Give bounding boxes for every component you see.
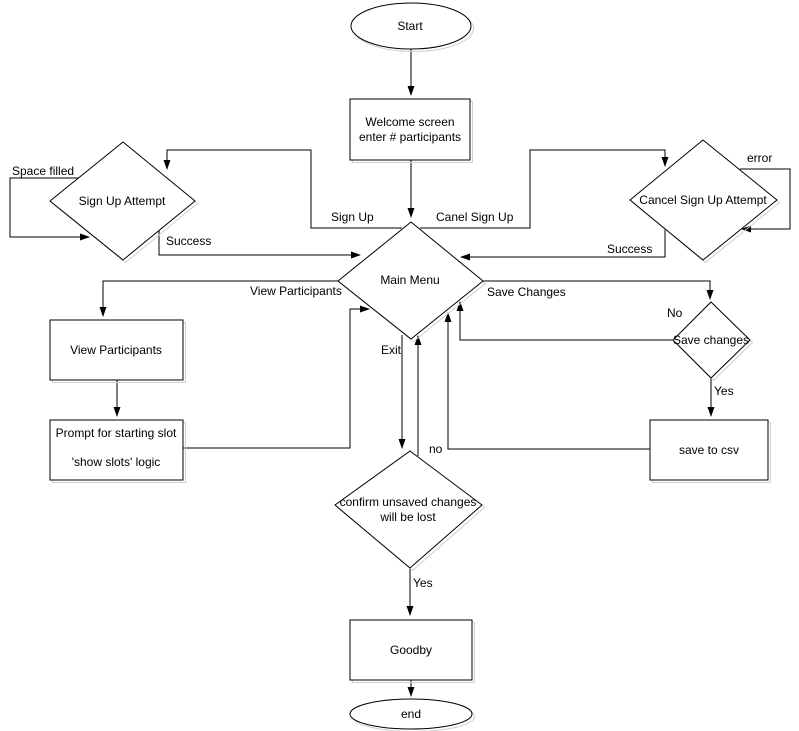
edge-label-space-filled: Space filled <box>12 164 74 178</box>
edge-label-no-save: No <box>667 306 683 320</box>
confirm-label-line2: will be lost <box>379 510 436 524</box>
prompt-label-line2: 'show slots' logic <box>72 455 161 469</box>
view-participants-label: View Participants <box>70 343 162 357</box>
edge-labels: Space filled Sign Up Canel Sign Up error… <box>12 151 772 590</box>
goodby-label: Goodby <box>390 643 432 657</box>
main-menu-label: Main Menu <box>380 273 439 287</box>
edge-label-yes-confirm: Yes <box>413 576 433 590</box>
welcome-label-line2: enter # participants <box>359 130 461 144</box>
end-label: end <box>401 707 421 721</box>
edges <box>9 49 791 697</box>
edge-label-save-changes: Save Changes <box>487 285 566 299</box>
start-label: Start <box>397 19 423 33</box>
confirm-label-line1: confirm unsaved changes <box>340 495 477 509</box>
edge-label-success-right: Success <box>607 242 652 256</box>
edge-label-view-participants: View Participants <box>250 284 342 298</box>
signup-attempt-label: Sign Up Attempt <box>79 194 166 208</box>
confirm-node <box>334 450 483 569</box>
save-changes-label: Save changes <box>673 333 749 347</box>
edge-signup-success-to-mainmenu <box>158 230 361 259</box>
edge-mainmenu-to-cancel <box>420 149 669 229</box>
edge-cancel-success-to-mainmenu <box>460 229 666 261</box>
edge-label-canel-sign-up: Canel Sign Up <box>436 210 514 224</box>
nodes: Start Welcome screen enter # participant… <box>49 2 778 730</box>
edge-mainmenu-to-savechanges <box>483 280 714 300</box>
edge-label-error: error <box>747 151 772 165</box>
cancel-signup-attempt-label: Cancel Sign Up Attempt <box>639 193 767 207</box>
edge-cancel-error-loop <box>740 168 791 233</box>
prompt-label-line1: Prompt for starting slot <box>56 426 177 440</box>
welcome-label-line1: Welcome screen <box>365 115 454 129</box>
prompt-node <box>49 419 184 481</box>
edge-label-success-left: Success <box>166 234 211 248</box>
edge-label-no-confirm: no <box>429 442 443 456</box>
save-changes-node <box>672 301 751 379</box>
cancel-signup-attempt-node <box>629 139 778 261</box>
edge-signup-space-filled-loop <box>9 177 90 241</box>
edge-prompt-to-mainmenu <box>183 305 370 449</box>
edge-mainmenu-to-signup <box>163 149 402 229</box>
save-to-csv-node <box>649 419 769 481</box>
goodby-node <box>349 619 473 681</box>
end-node <box>349 698 473 730</box>
start-node <box>350 2 472 50</box>
view-participants-node <box>49 319 184 381</box>
edge-label-exit: Exit <box>381 343 402 357</box>
welcome-node <box>349 98 471 161</box>
edge-savechanges-no-to-mainmenu <box>456 301 673 341</box>
edge-mainmenu-to-viewparticipants <box>99 280 338 317</box>
edge-label-sign-up: Sign Up <box>331 210 374 224</box>
signup-attempt-node <box>49 141 196 261</box>
save-to-csv-label: save to csv <box>679 443 739 457</box>
edge-csv-to-mainmenu <box>444 312 650 450</box>
main-menu-node <box>337 221 484 340</box>
edge-label-yes-save: Yes <box>714 384 734 398</box>
